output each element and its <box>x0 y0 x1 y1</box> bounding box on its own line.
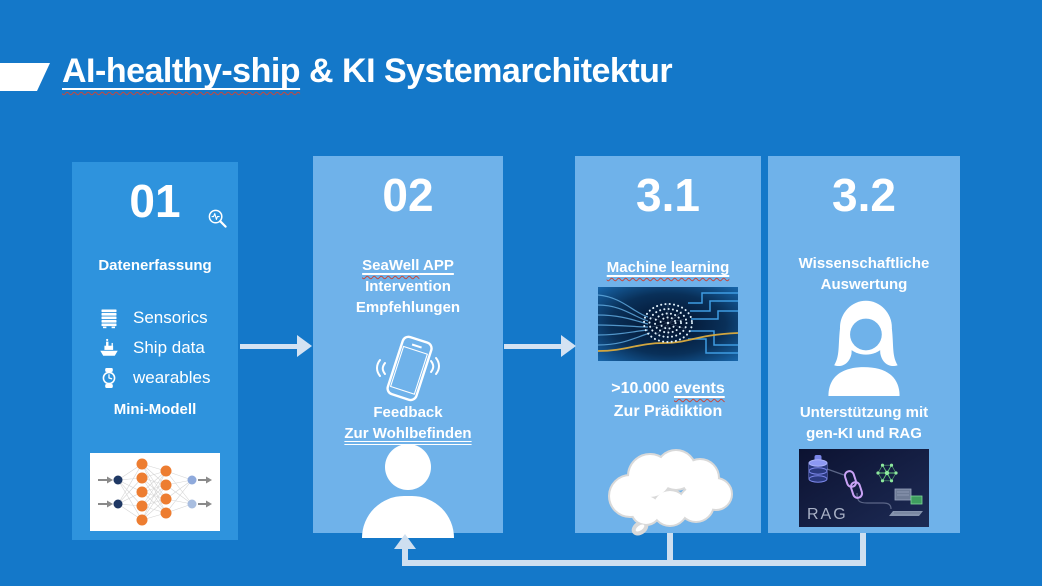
title-rest-text: & KI Systemarchitektur <box>300 52 673 90</box>
loop-drop-box32 <box>860 533 866 566</box>
box-02-number: 02 <box>382 169 434 221</box>
mini-model-neural-network-image <box>90 453 220 531</box>
loop-drop-box31 <box>667 533 673 566</box>
loop-up-arrowhead <box>394 534 416 549</box>
box-31-heading: Machine learning <box>575 257 761 278</box>
box-31-stat-line2: Zur Prädiktion <box>613 403 723 420</box>
box-32-number: 3.2 <box>832 169 896 221</box>
box-01-heading: Datenerfassung <box>98 257 212 274</box>
person-icon-head <box>385 444 431 490</box>
stat-word-text: events <box>674 380 725 397</box>
app-suffix-text: APP <box>419 257 454 274</box>
box-31-stat-line: >10.000 events <box>575 378 761 400</box>
box-01-item-list: Sensorics Ship data w <box>98 303 211 393</box>
search-pulse-icon <box>208 209 227 228</box>
title-flag-decoration <box>0 63 50 91</box>
app-name-text: SeaWell <box>362 257 420 274</box>
app-name-underline: SeaWell APP <box>362 257 454 274</box>
list-item-ship-data: Ship data <box>98 333 211 363</box>
watch-icon <box>102 368 116 388</box>
box-02-app-line: SeaWell APP <box>313 255 503 276</box>
box-01-number: 01 <box>129 175 181 227</box>
ml-heading-text: Machine learning <box>606 259 730 276</box>
box-32-sub2: gen-KI und RAG <box>806 425 922 442</box>
page-title: AI-healthy-ship & KI Systemarchitektur <box>62 52 673 91</box>
neural-network-diagram <box>98 458 212 526</box>
list-item-label: wearables <box>133 368 211 387</box>
box-02-line2: Intervention <box>365 278 451 295</box>
box-01-footer: Mini-Modell <box>113 401 197 418</box>
arrow-shaft <box>240 343 297 349</box>
list-item-label: Ship data <box>133 338 205 357</box>
neural-brain-circuit-image <box>598 287 738 361</box>
stat-word-underline: events <box>674 380 725 397</box>
arrow-box02-to-box31 <box>504 335 576 357</box>
box-02-feedback-link: Zur Wohlbefinden <box>313 423 503 444</box>
server-icon <box>101 309 117 329</box>
title-highlight-text: AI-healthy-ship <box>62 52 301 90</box>
box-32-sub1: Unterstützung mit <box>799 404 929 421</box>
box-32-wissenschaftliche-auswertung: 3.2 Wissenschaftliche Auswertung Unterst… <box>768 156 960 533</box>
laptop-icon <box>889 488 923 516</box>
rag-label: RAG <box>807 506 848 523</box>
title-highlight: AI-healthy-ship <box>62 52 301 90</box>
box-31-machine-learning: 3.1 Machine learning <box>575 156 761 536</box>
woman-icon <box>828 300 900 396</box>
box-02-seawell-app: 02 SeaWell APP Intervention Empfehlungen… <box>313 156 503 538</box>
thought-cloud-icon <box>608 449 733 536</box>
feedback-link-text: Zur Wohlbefinden <box>344 425 472 442</box>
box-32-heading2: Auswertung <box>820 276 908 293</box>
box-31-number: 3.1 <box>636 169 700 221</box>
person-icon-body <box>362 496 454 538</box>
list-item-label: Sensorics <box>133 308 208 327</box>
rag-pipeline-image: RAG <box>799 449 929 527</box>
box-02-line3: Empfehlungen <box>355 299 461 316</box>
list-item-sensorics: Sensorics <box>98 303 211 333</box>
ml-heading-underline: Machine learning <box>607 259 730 276</box>
vibrating-phone-icon <box>376 335 440 402</box>
box-32-heading1: Wissenschaftliche <box>798 255 930 272</box>
arrow-head <box>561 335 576 357</box>
loop-up-shaft <box>402 548 408 562</box>
arrow-head <box>297 335 312 357</box>
box-02-feedback-label: Feedback <box>373 404 443 421</box>
list-item-wearables: wearables <box>98 363 211 393</box>
arrow-shaft <box>504 343 561 349</box>
box-01-datenerfassung: 01 Datenerfassung Sensorics <box>72 162 238 540</box>
stat-prefix-text: >10.000 <box>611 380 675 397</box>
ship-icon <box>100 338 118 356</box>
arrow-box01-to-box02 <box>240 335 312 357</box>
knowledge-graph-icon <box>876 463 898 483</box>
loop-horizontal <box>402 560 866 566</box>
